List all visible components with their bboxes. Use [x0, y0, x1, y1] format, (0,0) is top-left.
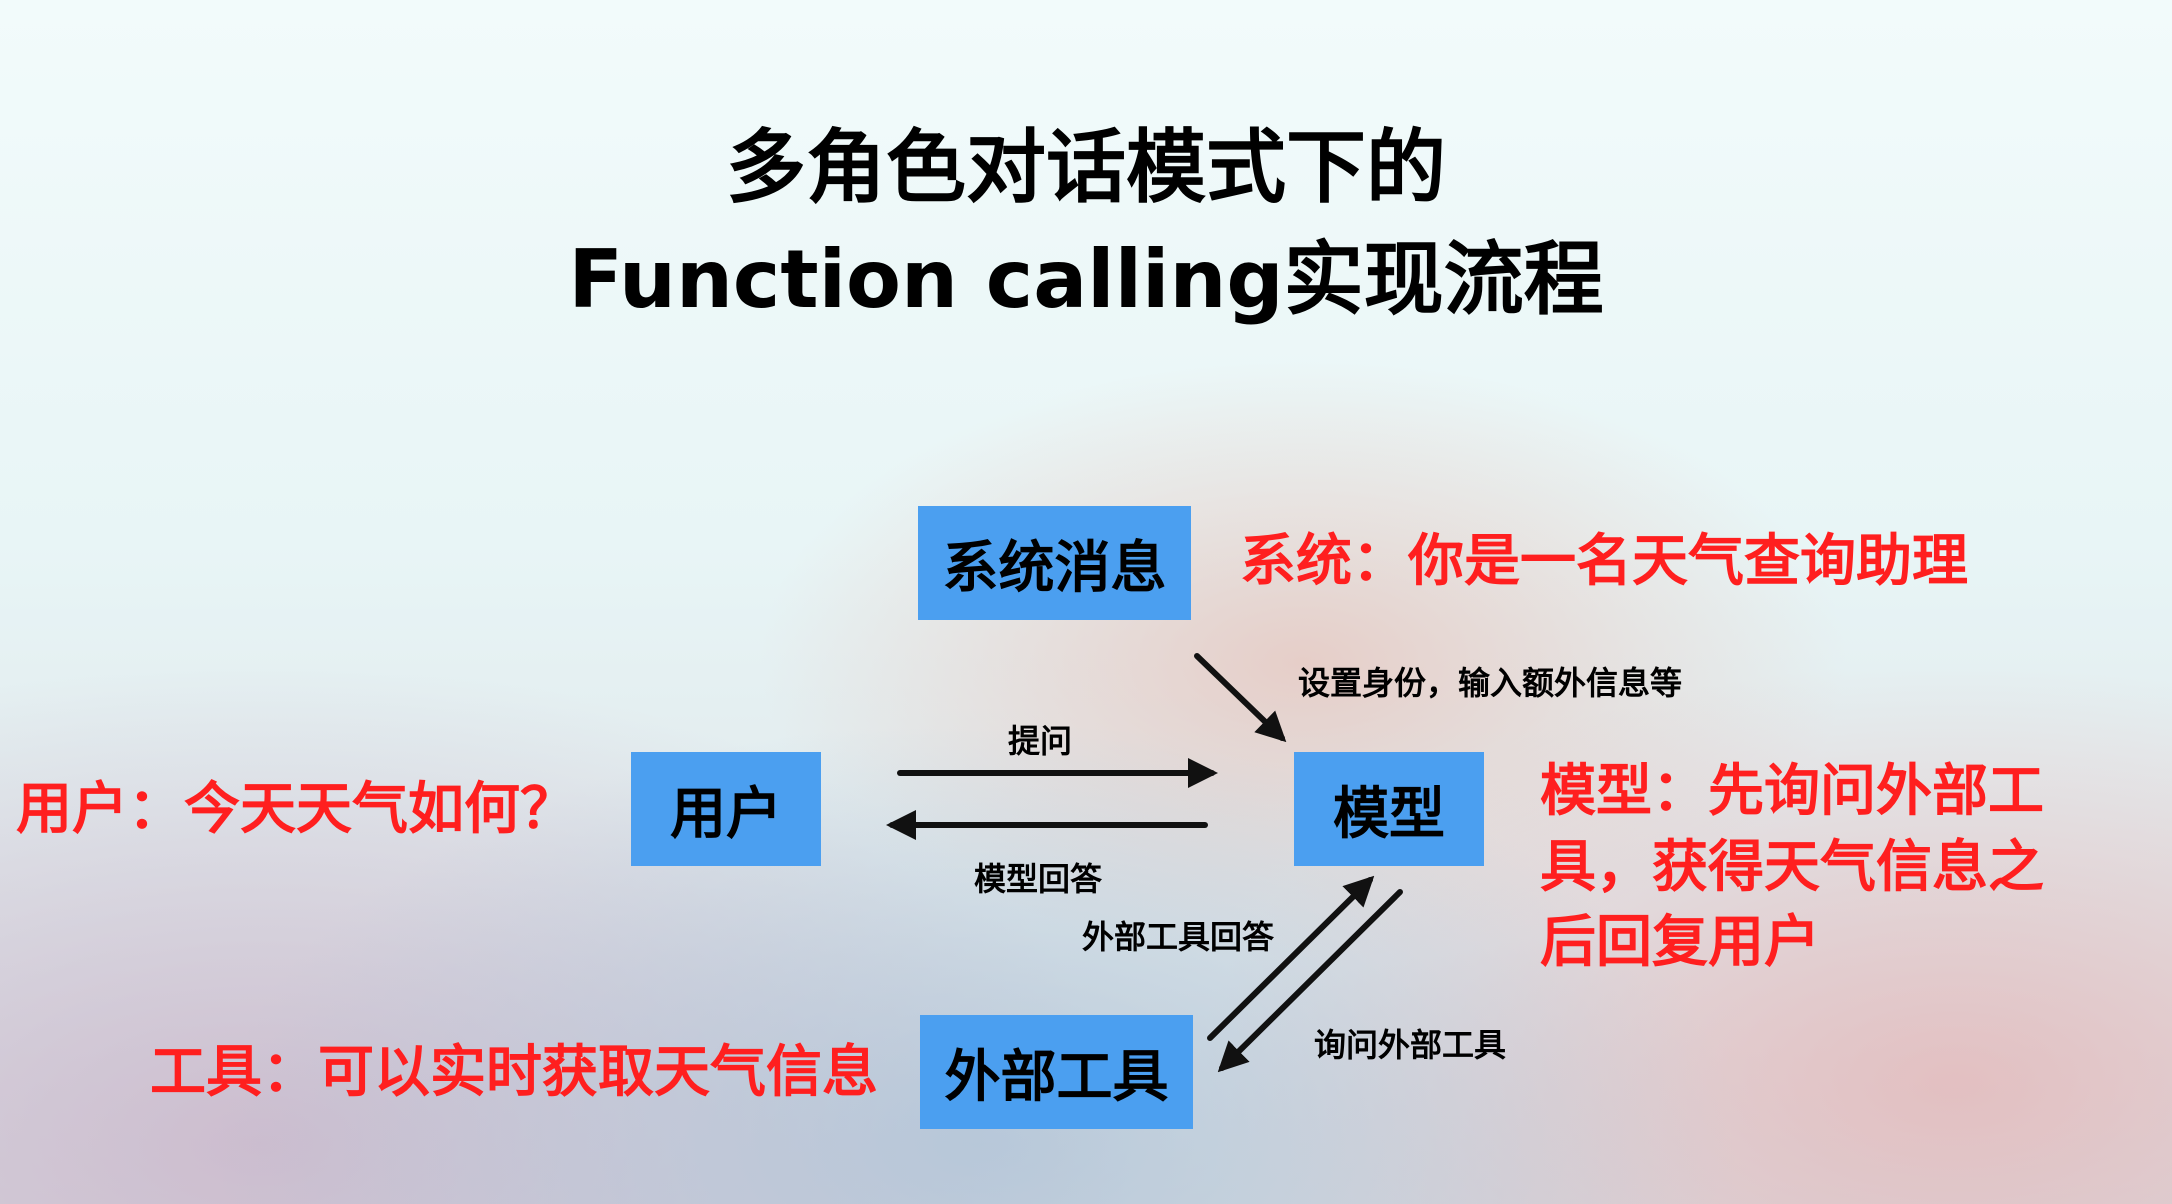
edge-label-ask: 提问 — [1008, 722, 1073, 760]
model-annotation-line3: 后回复用户 — [1540, 910, 1820, 976]
page-title-line1: 多角色对话模式下的 — [726, 121, 1446, 214]
model-annotation: 模型：先询问外部工 具，获得天气信息之 后回复用户 — [1540, 754, 2044, 981]
system-annotation: 系统：你是一名天气查询助理 — [1240, 529, 1968, 594]
user-node: 用户 — [631, 752, 821, 866]
edge-label-query-tool: 询问外部工具 — [1314, 1026, 1507, 1064]
arrow-tool-to-model — [1207, 875, 1375, 1041]
model-node: 模型 — [1294, 752, 1484, 866]
model-annotation-line2: 具，获得天气信息之 — [1540, 834, 2044, 900]
user-annotation: 用户：今天天气如何？ — [16, 777, 576, 842]
system-message-node: 系统消息 — [918, 506, 1191, 620]
tool-annotation: 工具：可以实时获取天气信息 — [150, 1040, 878, 1105]
model-annotation-line1: 模型：先询问外部工 — [1540, 759, 2044, 824]
external-tool-node: 外部工具 — [920, 1015, 1193, 1129]
edge-label-model-answer: 模型回答 — [974, 860, 1103, 898]
edge-label-system-to-model: 设置身份，输入额外信息等 — [1298, 664, 1683, 702]
arrow-system-to-model — [1194, 653, 1287, 743]
page-title-line2: Function calling实现流程 — [568, 233, 1604, 326]
edge-label-tool-answer: 外部工具回答 — [1082, 918, 1275, 956]
arrow-model-to-tool — [1217, 889, 1403, 1073]
